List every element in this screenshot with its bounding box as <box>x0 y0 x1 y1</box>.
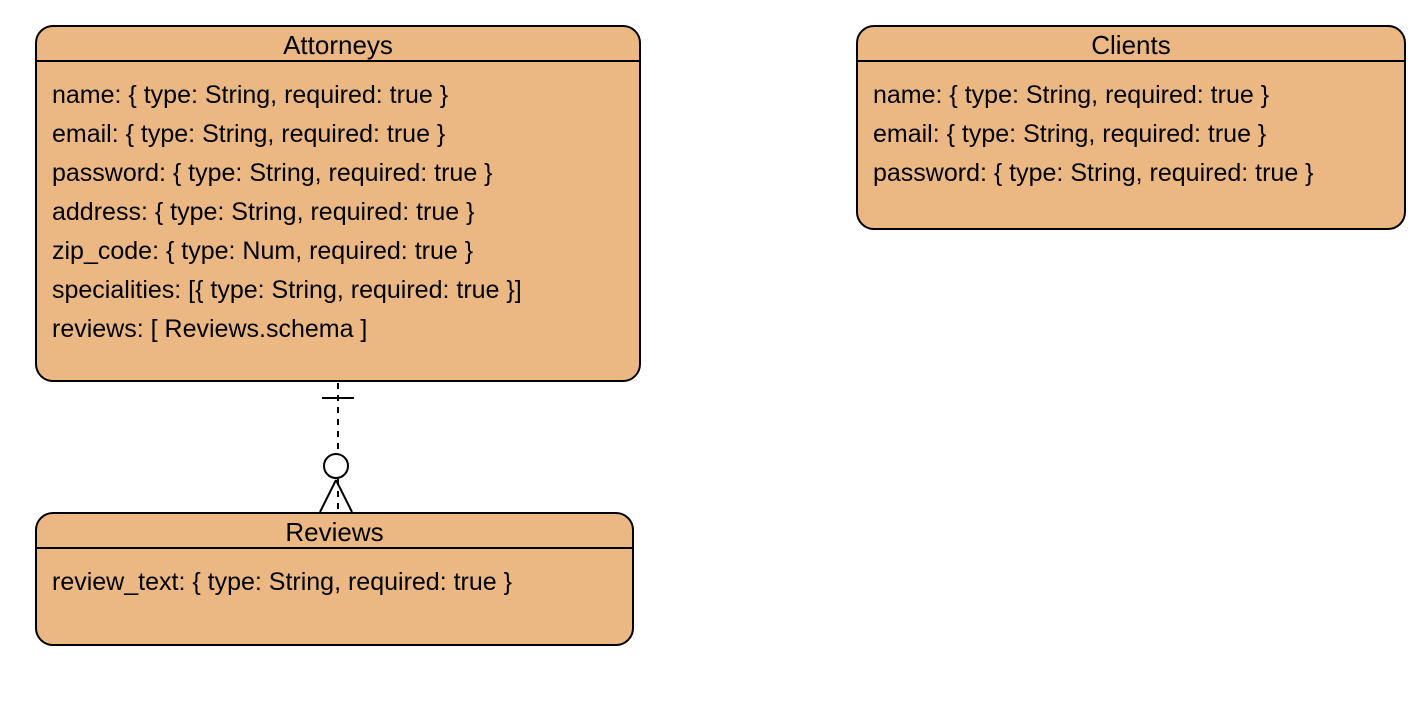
entity-reviews[interactable]: Reviews review_text: { type: String, req… <box>35 512 634 646</box>
field-password: password: { type: String, required: true… <box>52 159 493 187</box>
field-specialities: specialities: [{ type: String, required:… <box>52 276 522 304</box>
field-zip-code: zip_code: { type: Num, required: true } <box>52 237 474 265</box>
field-reviews: reviews: [ Reviews.schema ] <box>52 315 368 343</box>
field-address: address: { type: String, required: true … <box>52 198 475 226</box>
entity-fields: name: { type: String, required: true } e… <box>858 62 1404 193</box>
entity-attorneys[interactable]: Attorneys name: { type: String, required… <box>35 25 641 382</box>
field-review-text: review_text: { type: String, required: t… <box>52 568 512 596</box>
field-email: email: { type: String, required: true } <box>873 120 1267 148</box>
zero-cardinality-circle <box>323 453 349 479</box>
entity-title: Clients <box>858 27 1404 62</box>
field-email: email: { type: String, required: true } <box>52 120 446 148</box>
entity-title: Reviews <box>37 514 632 549</box>
entity-fields: review_text: { type: String, required: t… <box>37 549 632 602</box>
field-name: name: { type: String, required: true } <box>52 81 449 109</box>
field-name: name: { type: String, required: true } <box>873 81 1270 109</box>
field-password: password: { type: String, required: true… <box>873 159 1314 187</box>
crowfoot-right <box>335 479 353 513</box>
entity-title: Attorneys <box>37 27 639 62</box>
entity-clients[interactable]: Clients name: { type: String, required: … <box>856 25 1406 230</box>
crowfoot-left <box>319 479 337 513</box>
entity-fields: name: { type: String, required: true } e… <box>37 62 639 349</box>
